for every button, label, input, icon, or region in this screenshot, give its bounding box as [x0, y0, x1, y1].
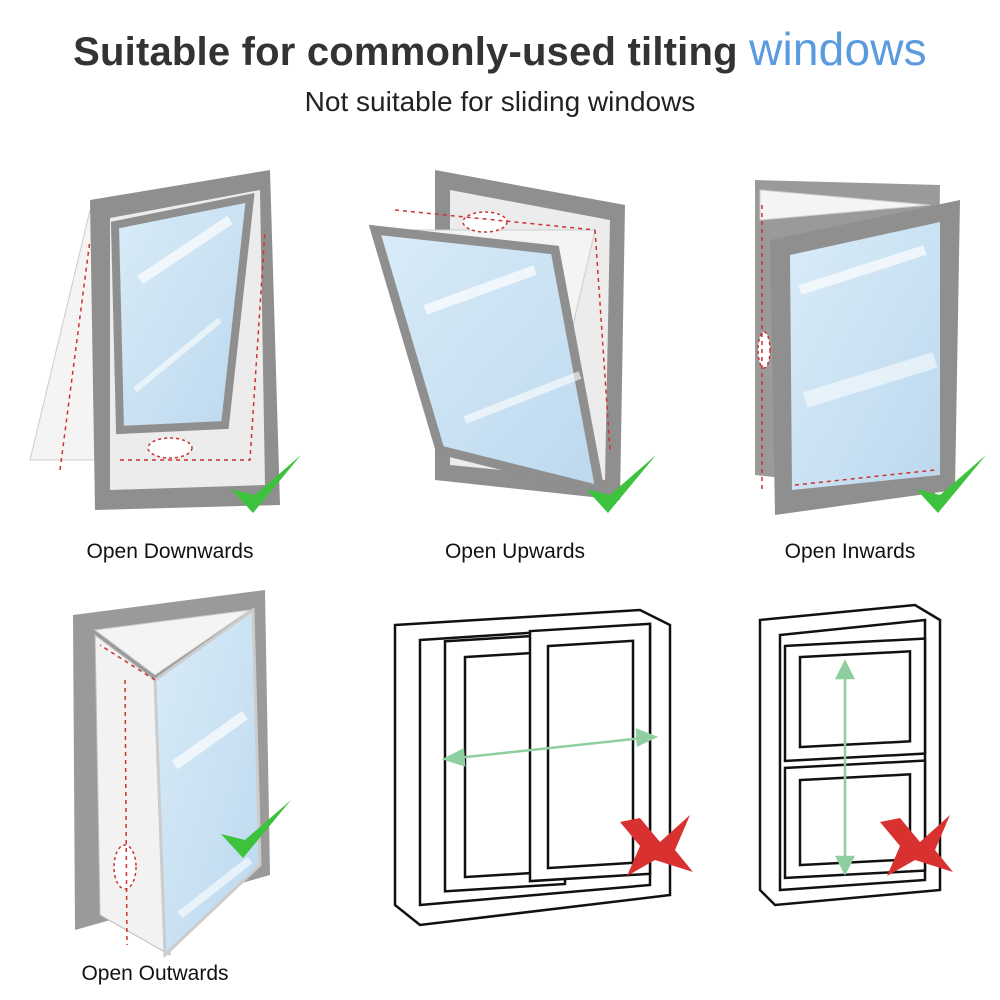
window-sliding-vertical — [745, 600, 1000, 940]
window-open-outwards: Open Outwards — [55, 585, 355, 995]
window-downwards-illustration — [29, 170, 280, 510]
window-label: Open Inwards — [784, 540, 916, 563]
cross-icon — [880, 815, 953, 876]
page-title: Suitable for commonly-used tilting windo… — [0, 22, 1000, 76]
window-sliding-horizontal-illustration — [393, 608, 672, 927]
check-icon — [231, 455, 301, 513]
check-icon — [586, 455, 656, 513]
window-open-upwards: Open Upwards — [365, 160, 665, 570]
window-sliding-horizontal — [385, 600, 693, 940]
check-icon — [221, 800, 291, 858]
check-icon — [916, 455, 986, 513]
cross-icon — [620, 815, 693, 876]
window-outwards-illustration — [73, 590, 270, 959]
title-main: Suitable for commonly-used tilting — [73, 30, 750, 74]
window-inwards-illustration — [755, 180, 960, 515]
title-accent: windows — [749, 23, 927, 75]
window-label: Open Outwards — [81, 962, 229, 985]
window-label: Open Upwards — [444, 540, 586, 563]
window-upwards-illustration — [368, 170, 625, 500]
window-open-downwards: Open Downwards — [20, 160, 320, 570]
page-subtitle: Not suitable for sliding windows — [304, 86, 696, 117]
window-open-inwards: Open Inwards — [700, 160, 1000, 570]
window-sliding-vertical-illustration — [758, 603, 942, 907]
window-label: Open Downwards — [86, 540, 254, 563]
